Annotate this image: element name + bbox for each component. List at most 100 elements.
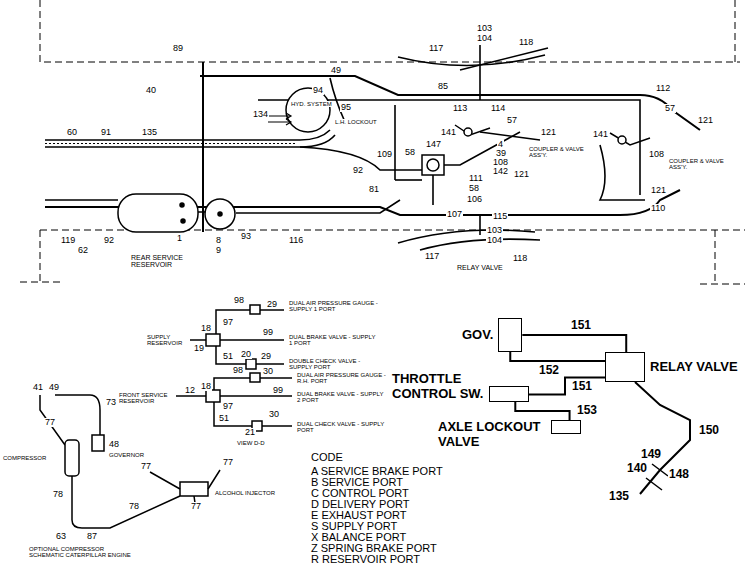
component-symbol (610, 133, 650, 145)
code-legend-line: R RESERVOIR PORT (310, 554, 421, 566)
component-label: AXLE LOCKOUT VALVE (438, 420, 546, 450)
component-symbol (464, 128, 472, 136)
callout-number: 115 (492, 212, 508, 221)
part-label: OPTIONAL COMPRESSOR SCHEMATIC CATERPILLA… (28, 546, 140, 559)
callout-number: 117 (424, 252, 440, 261)
part-label: DUAL CHECK VALVE - SUPPLY PORT (296, 421, 388, 434)
callout-number: 97 (222, 402, 234, 411)
callout-number: 92 (352, 166, 364, 175)
callout-number: 49 (48, 383, 60, 392)
component-node: AXLE LOCKOUT VALVE (438, 420, 581, 450)
component-symbol (180, 203, 184, 207)
air-line (395, 179, 422, 181)
fitting-line (260, 309, 284, 311)
dashed-outline (20, 0, 745, 284)
code-legend-line: X BALANCE PORT (310, 532, 407, 544)
callout-number: 97 (222, 318, 234, 327)
component-symbol (181, 219, 185, 223)
callout-number: 20 (240, 350, 252, 359)
part-label: COUPLER & VALVE ASS'Y. (528, 146, 585, 159)
part-label: HYD. SYSTEM (290, 101, 333, 107)
air-line (635, 382, 690, 494)
callout-number: 104 (486, 236, 503, 245)
callout-number: 81 (368, 185, 380, 194)
callout-number: 98 (232, 366, 244, 375)
callout-number: 49 (330, 66, 342, 75)
line-number: 152 (538, 364, 560, 377)
fitting-mark (646, 464, 668, 490)
callout-number: 1 (176, 234, 183, 243)
callout-number: 89 (172, 44, 184, 53)
fitting-line (220, 339, 284, 341)
callout-number: 58 (404, 148, 416, 157)
air-line (635, 382, 690, 494)
line-number: 153 (576, 404, 598, 417)
callout-number: 62 (77, 246, 89, 255)
compressor-schematic (180, 482, 208, 496)
compressor-schematic (150, 470, 220, 510)
callout-number: 19 (193, 344, 205, 353)
component-symbol (422, 155, 444, 175)
air-line-connector (515, 402, 569, 420)
air-line (479, 45, 481, 100)
fitting-line (176, 305, 292, 431)
callout-number: 118 (512, 254, 528, 263)
callout-number: 148 (668, 468, 690, 481)
air-line (420, 239, 540, 250)
component-symbol (427, 159, 439, 171)
dotted-line (45, 143, 296, 144)
callout-number: 119 (60, 236, 76, 245)
callout-number: 111 (468, 174, 484, 183)
code-legend-line: CODE (310, 452, 344, 464)
fitting-mark (646, 464, 668, 490)
fitting-line (176, 395, 206, 397)
air-line (639, 112, 641, 195)
air-line (45, 135, 335, 147)
callout-number: 121 (540, 128, 557, 137)
component-node: RELAY VALVE (605, 352, 738, 382)
part-label: DUAL BRAKE VALVE - SUPPLY 1 PORT (288, 334, 380, 347)
air-line-connector (529, 378, 605, 395)
callout-number: 149 (640, 448, 662, 461)
part-label: GOVERNOR (108, 452, 145, 458)
frame-rail (45, 62, 700, 232)
fitting-line (216, 310, 250, 334)
line-number: 151 (571, 380, 593, 393)
callout-number: 12 (184, 386, 196, 395)
callout-number: 94 (312, 86, 324, 95)
fitting-line (206, 334, 220, 346)
callout-number: 116 (288, 236, 304, 245)
callout-number: 135 (141, 128, 158, 137)
air-line (45, 130, 330, 140)
code-legend-line: A SERVICE BRAKE PORT (310, 466, 444, 478)
callout-number: 51 (218, 414, 230, 423)
callout-number: 95 (340, 103, 352, 112)
callout-number: 108 (648, 150, 665, 159)
callout-number: 78 (128, 502, 140, 511)
callout-number: 117 (428, 44, 444, 53)
callout-number: 87 (86, 532, 98, 541)
callout-number: 57 (664, 104, 676, 113)
callout-number: 140 (626, 462, 648, 475)
air-line (460, 48, 548, 70)
part-label: COUPLER & VALVE ASS'Y. (668, 158, 725, 171)
air-line (45, 199, 118, 201)
callout-number: 134 (252, 110, 269, 119)
valve-symbol (498, 318, 522, 352)
air-line (394, 105, 396, 180)
fitting-line (250, 373, 260, 382)
part-label: COMPRESSOR (2, 455, 47, 461)
valve-symbol (551, 420, 581, 434)
callout-number: 141 (592, 130, 609, 139)
code-legend-line: C CONTROL PORT (310, 488, 410, 500)
arrow-line (286, 113, 291, 125)
compressor-schematic (72, 476, 180, 528)
air-line (479, 215, 481, 235)
callout-number: 57 (506, 116, 518, 125)
callout-number: 150 (698, 424, 720, 437)
callout-number: 18 (200, 324, 212, 333)
callout-number: 58 (468, 184, 480, 193)
part-label: RELAY VALVE (456, 264, 504, 271)
fitting-line (206, 390, 220, 402)
fitting-line (246, 359, 256, 369)
